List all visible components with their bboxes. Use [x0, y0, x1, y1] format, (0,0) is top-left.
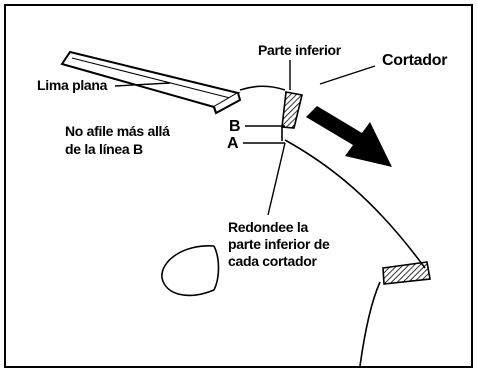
- warning-line2: de la línea B: [65, 141, 143, 157]
- file-label: Lima plana: [37, 77, 108, 93]
- flat-file: [60, 50, 242, 115]
- saw-blade-outline: [161, 85, 426, 367]
- round-instruction-line2: parte inferior de: [228, 236, 330, 252]
- diagram-frame: [4, 4, 473, 368]
- line-a-label: A: [227, 135, 239, 152]
- cutter-label: Cortador: [382, 52, 448, 69]
- round-instruction-line1: Redondee la: [228, 219, 308, 235]
- direction-arrow: [306, 106, 392, 167]
- leader-lines: [114, 60, 376, 216]
- bottom-part-label: Parte inferior: [258, 42, 341, 58]
- round-instruction-line3: cada cortador: [228, 253, 317, 269]
- lower-cutter-tooth: [382, 261, 431, 285]
- top-cutter-tooth: [281, 91, 303, 141]
- line-b-label: B: [229, 118, 241, 135]
- warning-line1: No afile más allá: [65, 123, 170, 139]
